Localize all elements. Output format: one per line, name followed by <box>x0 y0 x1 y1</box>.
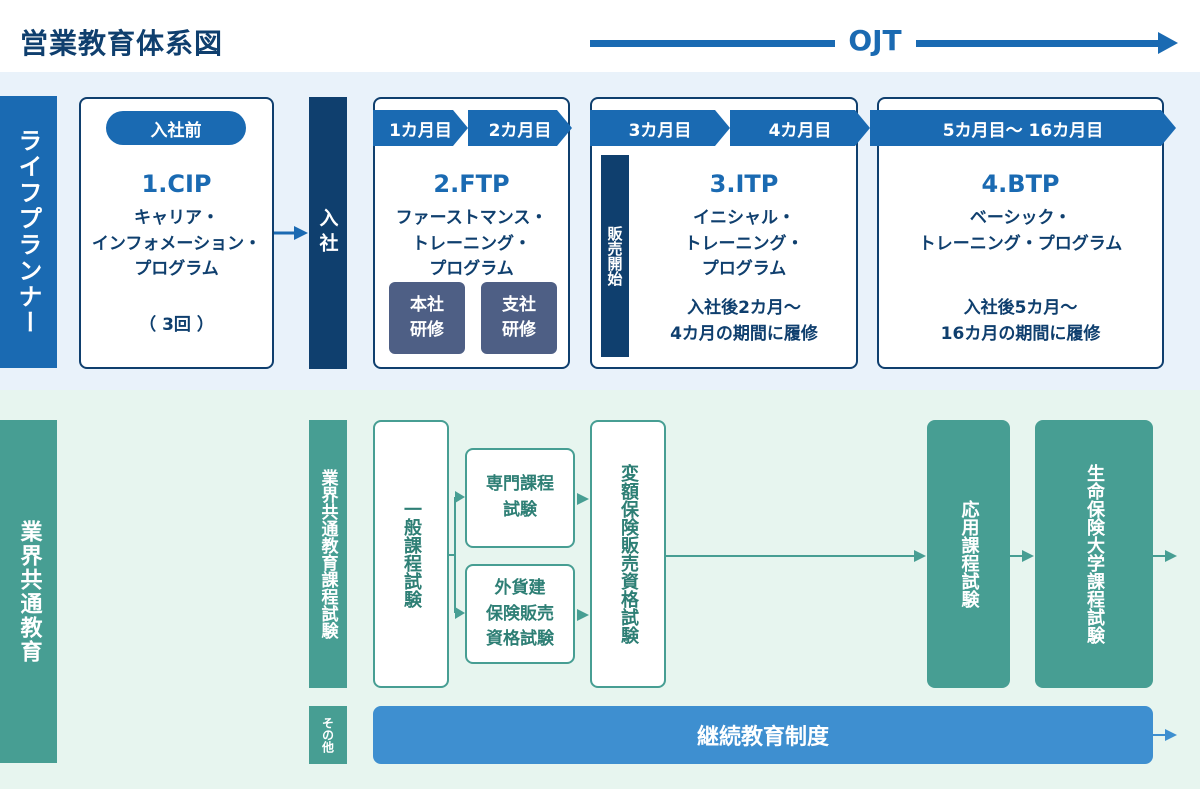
itp-code: 3.ITP <box>709 170 779 198</box>
branch-office-training: 支社 研修 <box>481 282 557 354</box>
btp-code: 4.BTP <box>981 170 1060 198</box>
arrow-right-icon <box>1153 729 1177 741</box>
btp-period-note: 入社後5カ月～ 16カ月の期間に履修 <box>940 298 1101 344</box>
general-course-exam: 一般課程試験 <box>373 420 449 688</box>
foreign-currency-insurance-exam: 外貨建 保険販売 資格試験 <box>465 564 575 664</box>
ojt-line-right <box>916 40 1161 47</box>
arrow-right-icon <box>274 226 308 240</box>
arrow-right-icon <box>1010 550 1034 562</box>
arrow-right-icon <box>1153 550 1177 562</box>
branch-arrows-icon <box>449 491 465 619</box>
ojt-arrowhead-icon <box>1158 32 1178 54</box>
entry-bar: 入社 <box>309 97 347 369</box>
arrow-right-icon <box>577 609 589 621</box>
applied-course-exam: 応用課程試験 <box>927 420 1010 688</box>
cip-sessions: （ 3回 ） <box>139 315 214 335</box>
btp-name: ベーシック・ トレーニング・プログラム <box>918 208 1123 254</box>
row-label-life-planner: ライフプランナー <box>0 96 57 368</box>
ftp-month2-chevron: 2カ月目 <box>468 110 572 146</box>
page-title: 営業教育体系図 <box>20 27 224 60</box>
itp-month4-chevron: 4カ月目 <box>730 110 870 146</box>
arrow-right-icon <box>666 550 926 562</box>
specialist-course-exam: 専門課程 試験 <box>465 448 575 548</box>
ojt-label: OJT <box>848 24 902 57</box>
itp-month3-chevron: 3カ月目 <box>590 110 730 146</box>
cip-badge: 入社前 <box>106 111 246 145</box>
ftp-code: 2.FTP <box>433 170 510 198</box>
common-exam-label: 業界共通教育課程試験 <box>309 420 347 688</box>
btp-months-chevron: 5カ月目～ 16カ月目 <box>870 110 1176 146</box>
continuing-education-bar: 継続教育制度 <box>373 706 1153 764</box>
other-label: その他 <box>309 706 347 764</box>
variable-insurance-exam: 変額保険販売資格試験 <box>590 420 666 688</box>
cip-name: キャリア・ インフォメーション・ プログラム <box>91 208 262 279</box>
row-label-industry-common: 業界共通教育 <box>0 420 57 763</box>
ojt-line-left <box>590 40 835 47</box>
ftp-month1-chevron: 1カ月目 <box>373 110 468 146</box>
cip-code: 1.CIP <box>141 170 212 198</box>
ftp-name: ファーストマンス・ トレーニング・ プログラム <box>395 208 548 279</box>
arrow-right-icon <box>577 493 589 505</box>
itp-name: イニシャル・ トレーニング・ プログラム <box>684 208 804 279</box>
sales-start-bar: 販売開始 <box>601 155 629 357</box>
life-insurance-university-exam: 生命保険大学課程試験 <box>1035 420 1153 688</box>
itp-period-note: 入社後2カ月～ 4カ月の期間に履修 <box>670 298 818 344</box>
head-office-training: 本社 研修 <box>389 282 465 354</box>
